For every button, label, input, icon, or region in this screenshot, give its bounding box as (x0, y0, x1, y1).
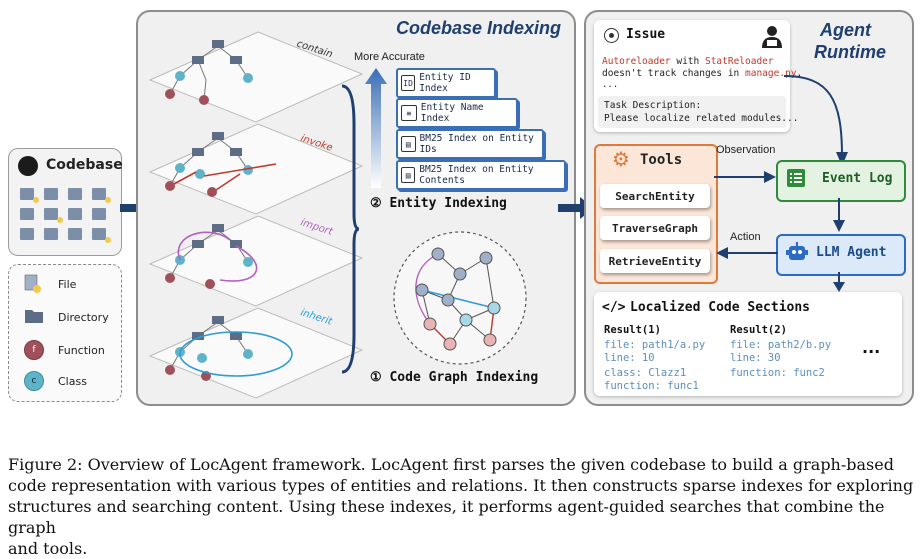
issue-period: . (796, 68, 803, 79)
code-graph-circle (393, 231, 527, 365)
index-bm25-contents: ▤BM25 Index on Entity Contents (396, 160, 566, 190)
issue-text-line1: Autoreloader with StatReloader (602, 56, 774, 67)
issue-dot-center (609, 33, 614, 38)
issue-managepy: manage.py (745, 68, 797, 79)
issue-text-line2: doesn't track changes in manage.py. (602, 68, 802, 79)
tool-search-entity[interactable]: SearchEntity (600, 184, 710, 208)
layer-inherit (148, 307, 364, 399)
legend-directory-label: Directory (58, 311, 109, 324)
bracket (341, 84, 360, 374)
legend-file-label: File (58, 278, 77, 291)
caption-line-4: and tools. (8, 539, 88, 558)
function-icon: f (24, 340, 44, 360)
localized-box (594, 292, 902, 396)
caption-line-3: structures and searching content. Using … (8, 497, 885, 537)
arrow-issue-to-eventlog (783, 75, 848, 166)
issue-with: with (670, 56, 705, 67)
issue-dot-icon (604, 28, 619, 43)
issue-doesnt-track: doesn't track changes in (602, 68, 745, 79)
db-icon: ▤ (401, 167, 416, 183)
arrow-llm-to-tools (716, 247, 778, 259)
result1-file: file: path1/a.py (604, 339, 706, 351)
developer-icon (762, 26, 782, 48)
issue-autoreloader: Autoreloader (602, 56, 671, 67)
llm-agent-title: LLM Agent (816, 245, 887, 260)
result2-label: Result(2) (730, 324, 787, 336)
code-graph-indexing-label: ① Code Graph Indexing (370, 370, 539, 385)
code-icon: </> (602, 300, 626, 315)
db-icon: ▤ (401, 136, 416, 152)
tools-title: Tools (640, 152, 683, 168)
caption-line-1: Figure 2: Overview of LocAgent framework… (8, 455, 894, 474)
observation-label: Observation (716, 144, 776, 156)
more-results-ellipsis: ... (862, 338, 881, 357)
legend-class-label: Class (58, 375, 87, 388)
more-accurate-arrow (365, 68, 387, 188)
list-icon (787, 169, 805, 187)
codebase-title: Codebase (46, 157, 123, 173)
layer-invoke (148, 123, 364, 215)
gear-icon: ⚙ (612, 147, 630, 171)
file-icon (24, 274, 41, 293)
tool-retrieve-entity[interactable]: RetrieveEntity (600, 249, 710, 273)
github-icon (18, 156, 38, 176)
tool-traverse-graph[interactable]: TraverseGraph (600, 216, 710, 240)
doc-icon: ≡ (401, 105, 417, 121)
layer-import (148, 215, 364, 307)
class-icon: c (24, 371, 44, 391)
result1-label: Result(1) (604, 324, 661, 336)
localized-title: Localized Code Sections (630, 300, 811, 315)
runtime-title-line1: Agent (820, 20, 871, 40)
file-icon-grid (20, 188, 106, 240)
index-label: Entity Name Index (420, 102, 484, 124)
result1-line: line: 10 (604, 352, 655, 364)
result2-line: line: 30 (730, 352, 781, 364)
graph-layers (148, 31, 364, 399)
result1-function: function: func1 (604, 380, 699, 392)
issue-ellipsis: ... (602, 80, 619, 90)
action-label: Action (730, 231, 761, 243)
caption-line-2: code representation with various types o… (8, 476, 914, 495)
figure-caption: Figure 2: Overview of LocAgent framework… (8, 454, 914, 559)
legend-function-label: Function (58, 344, 105, 357)
event-log-title: Event Log (822, 171, 893, 186)
issue-statreloader: StatReloader (704, 56, 774, 67)
task-description-box (598, 96, 786, 128)
arrow-llm-to-localized (833, 272, 845, 292)
indexing-title: Codebase Indexing (396, 18, 562, 38)
index-label: BM25 Index on Entity IDs (419, 133, 534, 155)
index-label: BM25 Index on Entity Contents (419, 164, 534, 186)
result2-function: function: func2 (730, 367, 825, 379)
result2-file: file: path2/b.py (730, 339, 832, 351)
arrow-tools-to-eventlog (714, 171, 776, 183)
id-card-icon: ID (401, 75, 416, 91)
entity-indexing-label: ② Entity Indexing (370, 196, 507, 211)
task-description-text: Please localize related modules... (604, 113, 799, 124)
index-label: Entity ID Index (419, 72, 471, 94)
index-entity-name: ≡Entity Name Index (396, 98, 518, 128)
task-description-label: Task Description: (604, 100, 702, 111)
codebase-files-grid (20, 188, 111, 243)
index-bm25-ids: ▤BM25 Index on Entity IDs (396, 129, 544, 159)
issue-title: Issue (626, 27, 666, 42)
more-accurate-label: More Accurate (354, 51, 425, 63)
arrow-eventlog-to-llm (833, 198, 845, 232)
directory-icon (25, 310, 43, 323)
robot-icon (786, 242, 808, 260)
layer-contain (148, 31, 364, 123)
result1-class: class: Clazz1 (604, 367, 687, 379)
runtime-title-line2: Runtime (814, 42, 886, 62)
